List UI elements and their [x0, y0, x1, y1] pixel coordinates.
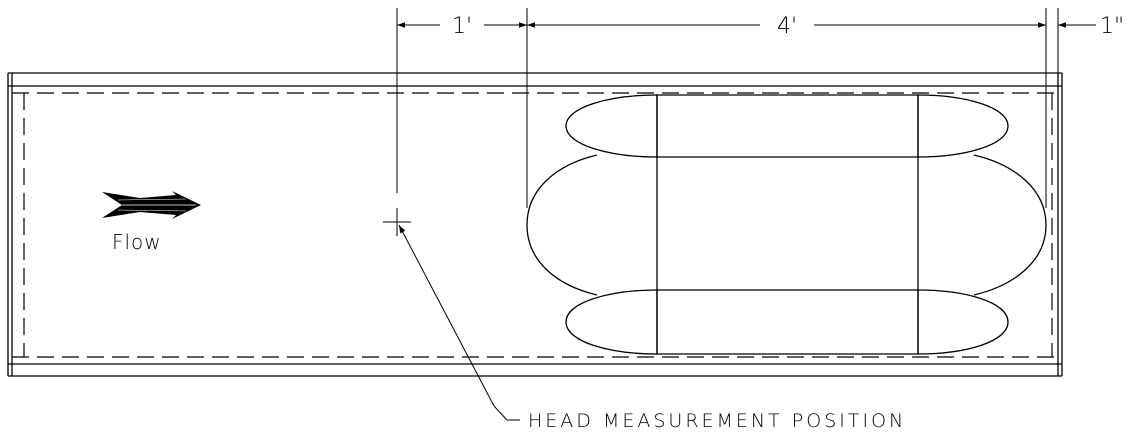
obstruction — [526, 94, 1047, 355]
channel-walls — [7, 72, 1063, 377]
bottom-tube-right-cap — [917, 289, 1009, 355]
extension-lines — [396, 8, 1059, 208]
top-tube-right-cap — [917, 94, 1009, 158]
callout-leader-line — [398, 224, 495, 407]
bottom-tube-body — [656, 289, 919, 355]
bottom-tube-left-cap — [565, 289, 658, 355]
gap-dimension-label: 1" — [1100, 14, 1124, 39]
left-main-lobe — [526, 154, 598, 296]
offset-dimension-label: 1' — [452, 14, 472, 39]
top-tube-left-cap — [565, 94, 658, 158]
hidden-lines — [12, 92, 1058, 358]
callout-leader-tail — [493, 405, 508, 421]
top-tube-body — [656, 94, 919, 158]
flow-arrow-icon — [102, 191, 201, 219]
length-dimension-label: 4' — [777, 14, 797, 39]
flow-label: Flow — [112, 230, 162, 254]
crosshair-icon — [383, 208, 411, 236]
right-main-lobe — [973, 154, 1047, 296]
head-measurement-callout: HEAD MEASUREMENT POSITION — [528, 410, 906, 432]
